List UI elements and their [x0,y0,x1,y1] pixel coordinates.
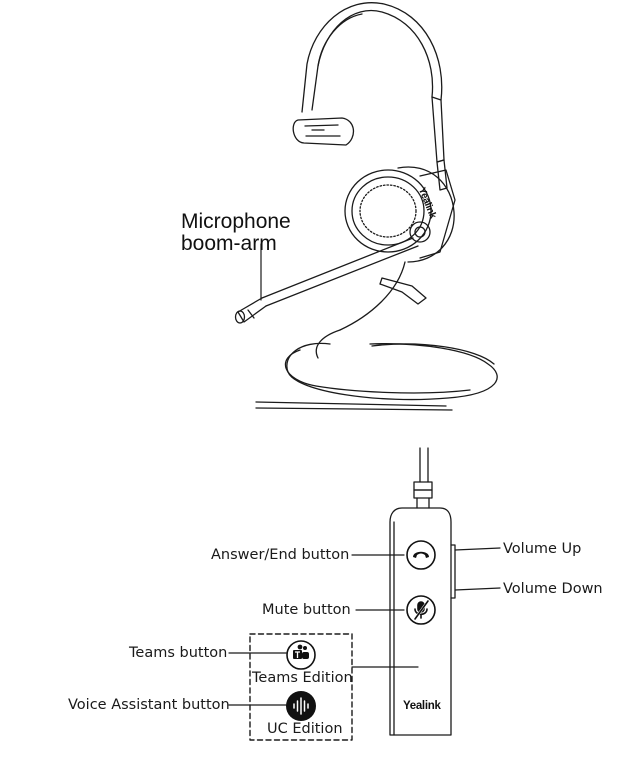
cable-coil [339,261,406,331]
mute-label: Mute button [262,602,351,618]
microphone-label-line1: Microphone [181,210,291,233]
answer-end-label: Answer/End button [211,547,350,563]
answer-end-button [406,540,436,570]
voice-assistant-button [286,691,316,721]
teams-edition-label: Teams Edition [252,670,353,686]
microphone-label-line2: boom-arm [181,232,277,256]
edition-box [249,633,353,741]
mute-button [406,595,436,625]
controller-body [389,507,456,736]
ear-cushion [344,169,432,253]
uc-edition-label: UC Edition [267,721,343,737]
microphone-label: Microphone boom-arm [181,210,291,256]
voice-assistant-icon [293,697,309,715]
teams-button [286,640,316,670]
teams-label: Teams button [129,645,228,661]
teams-icon [293,644,309,659]
voice-assistant-label: Voice Assistant button [68,697,230,713]
boom-arm [261,237,419,307]
volume-down-label: Volume Down [503,581,603,597]
volume-up-label: Volume Up [503,541,582,557]
mute-mic-icon [413,599,430,621]
headset-illustration [234,2,498,411]
headband [311,9,434,111]
controller-brand: Yealink [403,700,441,712]
phone-icon [413,551,429,558]
temple-pad [292,117,355,146]
controller-cable [413,447,433,509]
volume-rocker [450,544,456,599]
leader-lines [228,243,501,706]
